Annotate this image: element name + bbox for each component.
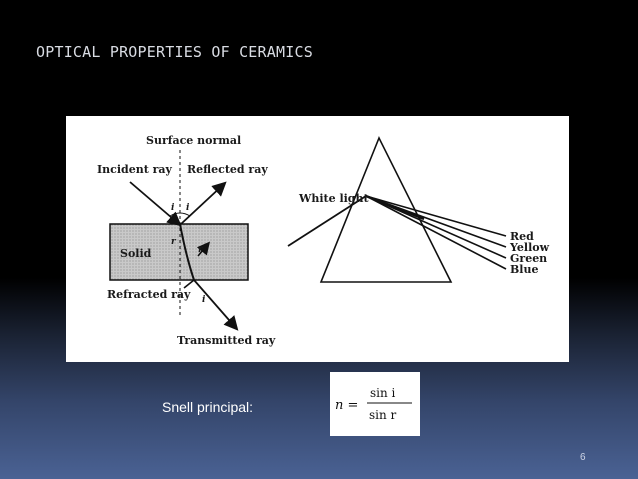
- formula-numerator: sin i: [370, 386, 396, 400]
- label-angle-i-transmitted: i: [202, 295, 206, 305]
- label-transmitted-ray: Transmitted ray: [177, 334, 276, 347]
- solid-block: [109, 223, 249, 281]
- slide-title: OPTICAL PROPERTIES OF CERAMICS: [36, 43, 313, 61]
- label-surface-normal: Surface normal: [146, 134, 241, 147]
- refracted-exit-line: [183, 279, 195, 289]
- snell-label: Snell principal:: [162, 399, 254, 415]
- transmitted-ray-line: [193, 279, 239, 331]
- label-green: Green: [510, 252, 547, 265]
- red-ray: [365, 195, 507, 237]
- label-angle-i-reflected: i: [186, 203, 190, 213]
- white-light-ray: [287, 195, 367, 247]
- dispersion-inner-ray: [365, 194, 425, 221]
- optics-diagram: Surface normal Incident ray Reflected ra…: [97, 134, 550, 347]
- label-angle-i-incident: i: [171, 203, 175, 213]
- label-blue: Blue: [510, 263, 538, 276]
- label-angle-r-refracted: r: [171, 237, 177, 247]
- incident-ray-line: [129, 181, 182, 227]
- label-yellow: Yellow: [509, 241, 550, 254]
- snell-formula-graphic: n = sin i sin r: [335, 386, 412, 422]
- label-solid: Solid: [120, 247, 152, 260]
- page-number: 6: [580, 452, 586, 463]
- blue-ray: [365, 195, 507, 270]
- label-red: Red: [510, 230, 534, 243]
- formula-denominator: sin r: [369, 408, 397, 422]
- prism: [319, 136, 453, 283]
- angle-arc-top: [169, 212, 191, 217]
- label-white-light: White light: [298, 192, 369, 205]
- label-angle-r-internal: r: [198, 245, 204, 255]
- label-incident-ray: Incident ray: [97, 163, 173, 176]
- refracted-ray-line: [179, 223, 195, 281]
- snell-formula: n = sin i sin r: [330, 372, 420, 436]
- internal-reflection-line: [196, 241, 211, 257]
- reflected-ray-line: [180, 181, 227, 225]
- formula-lhs: n =: [335, 398, 358, 413]
- optics-figure: Surface normal Incident ray Reflected ra…: [66, 116, 569, 362]
- label-refracted-ray: Refracted ray: [107, 288, 191, 301]
- label-reflected-ray: Reflected ray: [187, 163, 268, 176]
